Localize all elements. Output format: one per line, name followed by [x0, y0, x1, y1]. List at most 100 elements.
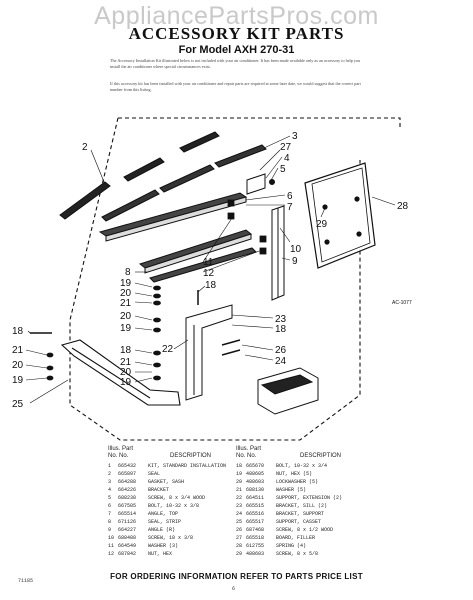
- callout-5: 5: [280, 164, 286, 175]
- callout-20d: 20: [120, 367, 132, 378]
- table-cell-illus: 20: [236, 479, 243, 485]
- table-cell-desc: SCREW, 8 x 5/8: [276, 551, 319, 557]
- table-cell-part: 687842: [118, 551, 137, 557]
- callout-6: 6: [287, 191, 293, 202]
- callout-27: 27: [280, 142, 292, 153]
- callout-19d: 19: [120, 377, 132, 388]
- table-cell-desc: BOLT, 10-32 x 3/4: [276, 463, 328, 469]
- table-cell-desc: BOLT, 10-32 x 3/8: [148, 503, 200, 509]
- callout-12: 12: [203, 268, 215, 279]
- table-cell-part: 488603: [246, 551, 265, 557]
- page-number: 71185: [18, 578, 34, 584]
- table-cell-desc: SCREW, 8 x 1/2 WOOD: [276, 527, 334, 533]
- table-cell-illus: 11: [108, 543, 115, 549]
- callout-18b: 18: [275, 324, 287, 335]
- table-cell-part: 664288: [118, 479, 137, 485]
- table-cell-desc: ANGLE (R): [148, 527, 176, 533]
- table-cell-desc: WASHER (5): [276, 487, 307, 493]
- table-cell-illus: 21: [236, 487, 243, 493]
- callout-19b: 19: [120, 323, 132, 334]
- table-cell-desc: BRACKET, SUPPORT: [276, 511, 325, 517]
- table-cell-part: 664511: [246, 495, 265, 501]
- table-cell-desc: KIT, STANDARD INSTALLATION: [148, 463, 227, 469]
- callout-23: 23: [275, 314, 287, 325]
- callout-25: 25: [12, 399, 24, 410]
- table-header-illus-right: Illus. Part: [236, 446, 262, 452]
- callout-19: 19: [120, 278, 132, 289]
- callout-20c: 20: [12, 360, 24, 371]
- table-cell-illus: 9: [108, 527, 112, 533]
- table-cell-part: 688238: [118, 495, 137, 501]
- table-cell-desc: GASKET, SASH: [148, 479, 185, 485]
- table-cell-desc: BOARD, FILLER: [276, 535, 316, 541]
- callout-9: 9: [292, 256, 298, 267]
- table-cell-part: 488603: [246, 479, 265, 485]
- table-cell-illus: 4: [108, 487, 112, 493]
- callout-28: 28: [397, 201, 409, 212]
- callout-3: 3: [292, 131, 298, 142]
- hardware: [30, 199, 267, 381]
- table-cell-illus: 3: [108, 479, 112, 485]
- callout-18c: 18: [12, 326, 24, 337]
- callout-7: 7: [287, 202, 293, 213]
- callout-21b: 21: [12, 345, 24, 356]
- sill-angles: [138, 229, 257, 283]
- table-cell-illus: 29: [236, 551, 243, 557]
- watermark: AppliancePartsPros.com: [94, 2, 379, 30]
- table-cell-part: 665518: [246, 535, 265, 541]
- table-cell-desc: SCREW, 8 x 3/4 WOOD: [148, 495, 206, 501]
- table-header-illus-left: Illus. Part: [108, 446, 134, 452]
- table-cell-illus: 19: [236, 471, 243, 477]
- table-cell-desc: SUPPORT, CASSET: [276, 519, 322, 525]
- table-cell-part: 665897: [118, 471, 137, 477]
- callout-4: 4: [284, 153, 290, 164]
- callout-26: 26: [275, 345, 287, 356]
- table-cell-desc: SPRING (4): [276, 543, 307, 549]
- table-header-no-left: No. No.: [108, 453, 129, 459]
- table-header-desc-right: DESCRIPTION: [300, 453, 342, 459]
- leader-lines: [25, 135, 396, 404]
- table-cell-part: 612755: [246, 543, 265, 549]
- model-subtitle: For Model AXH 270-31: [178, 44, 295, 56]
- table-cell-part: 687468: [246, 527, 265, 533]
- table-cell-part: 664227: [118, 527, 137, 533]
- support-bracket: [257, 367, 319, 415]
- table-cell-desc: NUT, HEX (5): [276, 471, 313, 477]
- callout-18a: 18: [205, 280, 217, 291]
- table-cell-illus: 5: [108, 495, 112, 501]
- callout-20: 20: [120, 288, 132, 299]
- table-cell-desc: NUT, HEX: [148, 551, 173, 557]
- table-cell-part: 688130: [246, 487, 265, 493]
- table-cell-illus: 12: [108, 551, 115, 557]
- table-cell-illus: 1: [108, 463, 112, 469]
- diagram-frame: [69, 117, 401, 441]
- table-cell-part: 665514: [118, 511, 137, 517]
- seal-strips: [59, 131, 267, 222]
- table-cell-part: 665670: [246, 463, 265, 469]
- diagram-code: AC-1077: [392, 300, 412, 306]
- callout-labels: 2 3 27 4 5 6 7 28 29 10 9 11 12 8 19 20 …: [12, 131, 412, 410]
- cassette-support: [60, 339, 181, 406]
- callout-10: 10: [290, 244, 302, 255]
- table-cell-desc: SCREW, 10 x 3/8: [148, 535, 194, 541]
- table-cell-illus: 8: [108, 519, 112, 525]
- page-title: ACCESSORY KIT PARTS: [128, 24, 345, 43]
- table-cell-part: 664549: [118, 543, 137, 549]
- table-cell-illus: 28: [236, 543, 243, 549]
- callout-11: 11: [203, 257, 214, 268]
- table-cell-desc: SUPPORT, EXTENSION (2): [276, 495, 343, 501]
- table-cell-illus: 2: [108, 471, 112, 477]
- table-cell-part: 665517: [246, 519, 265, 525]
- table-cell-desc: WASHER (3): [148, 543, 179, 549]
- callout-18d: 18: [120, 345, 132, 356]
- table-cell-desc: LOCKWASHER (5): [276, 479, 319, 485]
- table-cell-illus: 25: [236, 519, 243, 525]
- table-cell-desc: BRACKET, SILL (2): [276, 503, 328, 509]
- table-header-desc-left: DESCRIPTION: [170, 453, 212, 459]
- table-cell-desc: SEAL: [148, 471, 161, 477]
- table-cell-illus: 27: [236, 535, 243, 541]
- table-cell-illus: 6: [108, 503, 112, 509]
- support-extension: [185, 304, 233, 401]
- top-angle: [98, 192, 248, 242]
